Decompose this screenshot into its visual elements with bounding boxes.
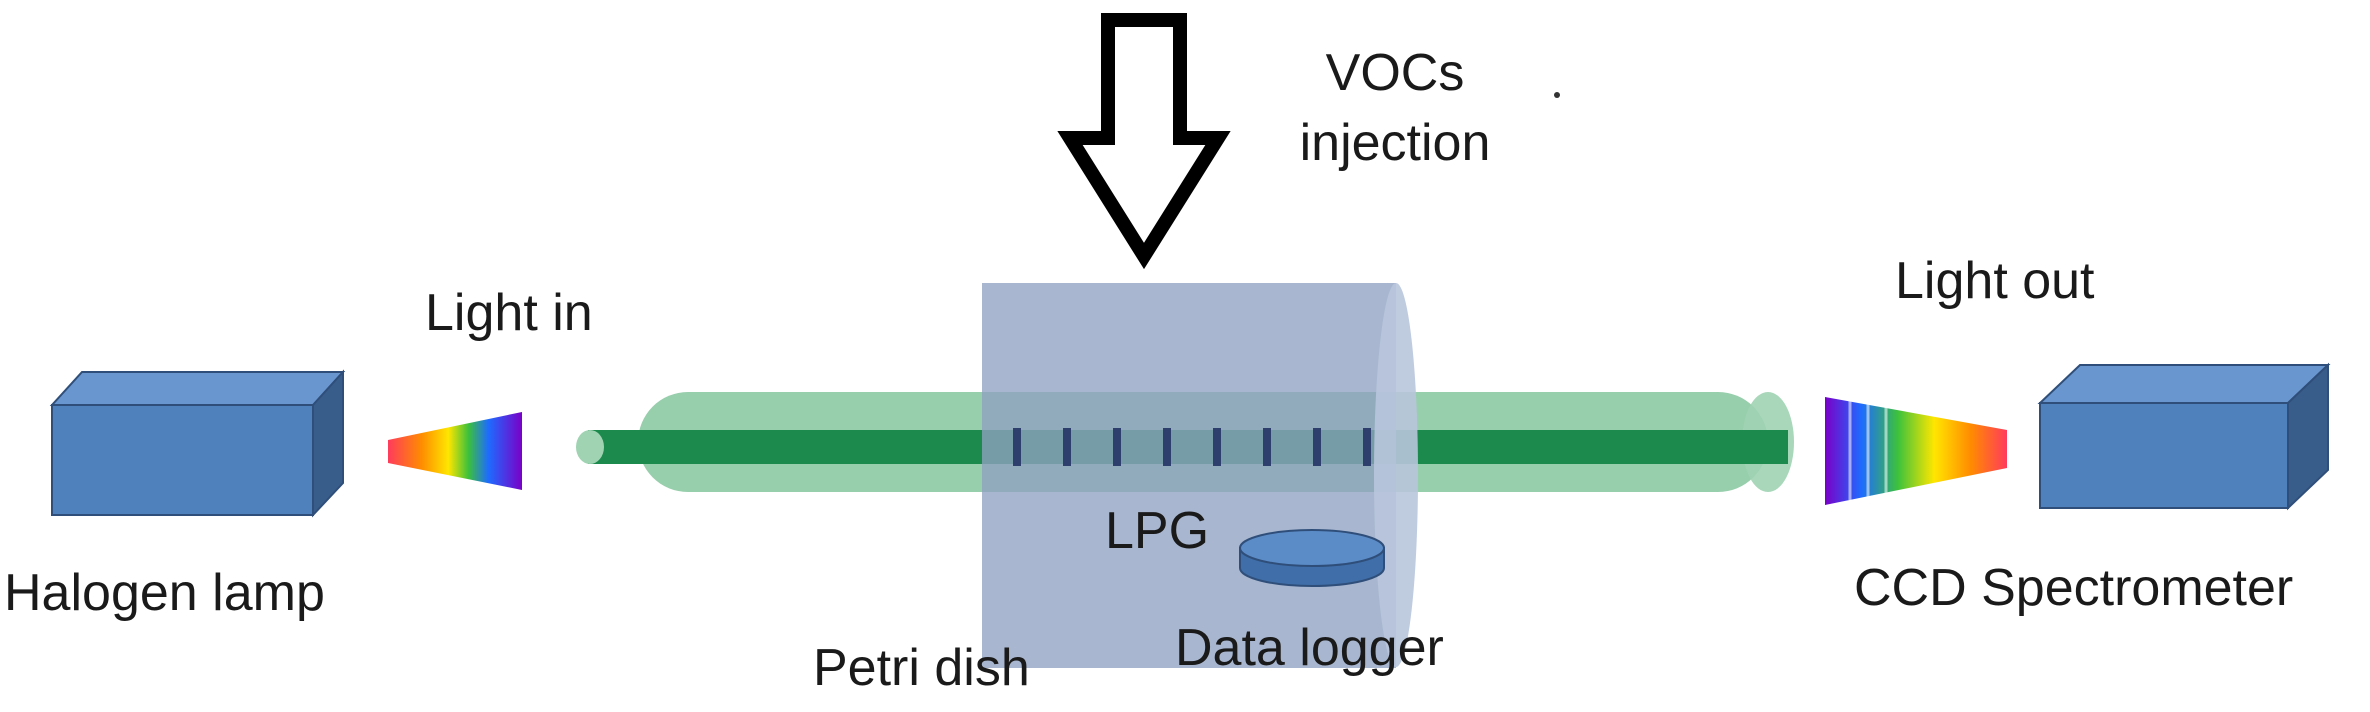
- spectrum-in-icon: [388, 412, 522, 490]
- vocs-label-line2: injection: [1300, 114, 1491, 172]
- lpg-label: LPG: [1105, 502, 1209, 560]
- light-out-label: Light out: [1895, 252, 2095, 310]
- data-logger-label: Data logger: [1175, 619, 1444, 677]
- data-logger-icon: [1239, 529, 1385, 587]
- petri-dish-chamber: [982, 283, 1418, 668]
- ccd-spectrometer-label: CCD Spectrometer: [1854, 559, 2293, 617]
- ccd-spectrometer-box: [2037, 362, 2331, 511]
- injection-arrow-icon: [1057, 13, 1231, 270]
- spectrum-out-icon: [1825, 397, 2007, 505]
- lpg-grating: [1013, 428, 1371, 466]
- vocs-label-line1: VOCs: [1326, 44, 1465, 102]
- light-in-label: Light in: [425, 284, 593, 342]
- stray-dot: [1554, 92, 1560, 98]
- halogen-lamp-label: Halogen lamp: [4, 564, 325, 622]
- petri-dish-label: Petri dish: [813, 639, 1030, 697]
- spectrum-out-lines: [1848, 400, 1888, 500]
- halogen-lamp-box: [49, 369, 346, 518]
